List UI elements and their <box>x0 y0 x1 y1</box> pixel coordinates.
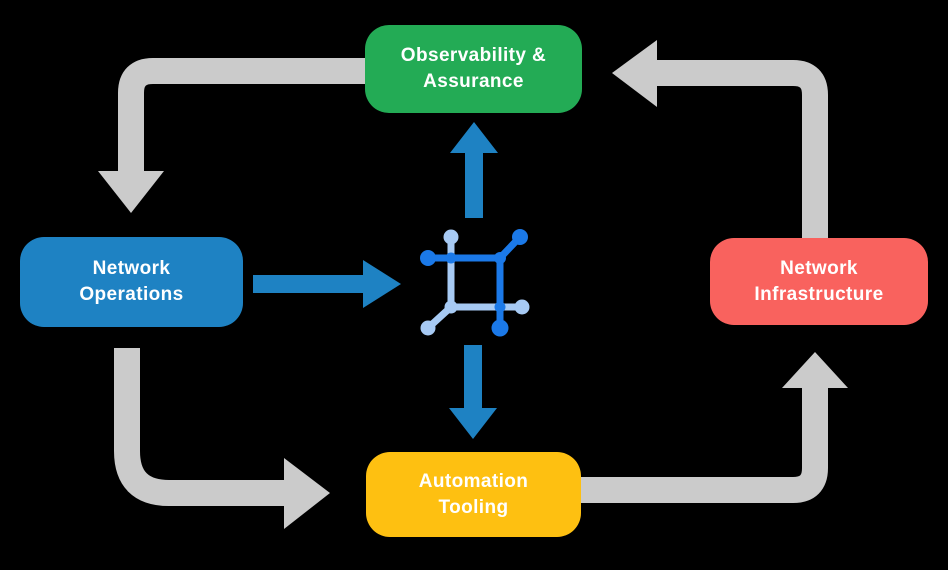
arrow-operations-to-platform-head <box>363 260 401 308</box>
node-operations-line1: Network <box>92 258 171 279</box>
node-observability-assurance-label: Observability & Assurance <box>401 43 546 95</box>
arrow-automation-to-infrastructure-head <box>782 352 848 388</box>
icon-node-right <box>514 299 530 315</box>
arrow-operations-to-automation-shaft <box>114 348 286 506</box>
arrow-automation-to-infrastructure-shaft <box>581 386 828 503</box>
icon-junction-top-right <box>494 252 506 264</box>
node-network-operations-label: Network Operations <box>79 256 183 308</box>
arrow-automation-to-infrastructure <box>581 352 848 503</box>
icon-node-bottom-left <box>420 320 436 336</box>
arrow-platform-to-automation-head <box>449 408 497 439</box>
node-automation-line1: Automation <box>418 470 529 492</box>
node-observability-line1: Observability & <box>400 45 547 66</box>
node-automation-tooling: Automation Tooling <box>366 452 581 537</box>
node-automation-tooling-label: Automation Tooling <box>419 469 529 521</box>
arrow-operations-to-platform <box>253 260 401 308</box>
icon-junction-top-left <box>445 252 457 264</box>
arrow-observability-to-operations-shaft <box>118 58 365 174</box>
node-network-operations: Network Operations <box>20 237 243 327</box>
icon-node-left <box>420 250 436 266</box>
arrow-platform-to-observability <box>450 122 498 218</box>
node-automation-line2: Tooling <box>438 496 509 518</box>
icon-junction-bottom-right <box>494 301 506 313</box>
arrow-platform-to-observability-head <box>450 122 498 153</box>
node-network-infrastructure: Network Infrastructure <box>710 238 928 325</box>
arrow-infrastructure-to-observability <box>612 40 828 240</box>
node-observability-assurance: Observability & Assurance <box>365 25 582 113</box>
node-operations-line2: Operations <box>79 284 184 305</box>
icon-junction-bottom-left <box>444 300 458 314</box>
arrow-platform-to-automation <box>449 345 497 439</box>
node-network-infrastructure-label: Network Infrastructure <box>754 256 883 308</box>
arrow-infrastructure-to-observability-head <box>612 40 657 107</box>
arrow-operations-to-automation-head <box>284 458 330 529</box>
network-mesh-icon <box>420 229 530 337</box>
node-observability-line2: Assurance <box>423 71 524 92</box>
icon-node-top-right <box>512 229 528 245</box>
node-infrastructure-line2: Infrastructure <box>754 283 884 305</box>
arrow-observability-to-operations <box>98 58 365 213</box>
arrow-infrastructure-to-observability-shaft <box>657 60 828 240</box>
icon-node-top <box>443 229 459 245</box>
arrow-observability-to-operations-head <box>98 171 164 213</box>
arrow-operations-to-automation <box>114 348 330 529</box>
icon-node-bottom <box>491 319 509 337</box>
node-infrastructure-line1: Network <box>780 257 858 279</box>
